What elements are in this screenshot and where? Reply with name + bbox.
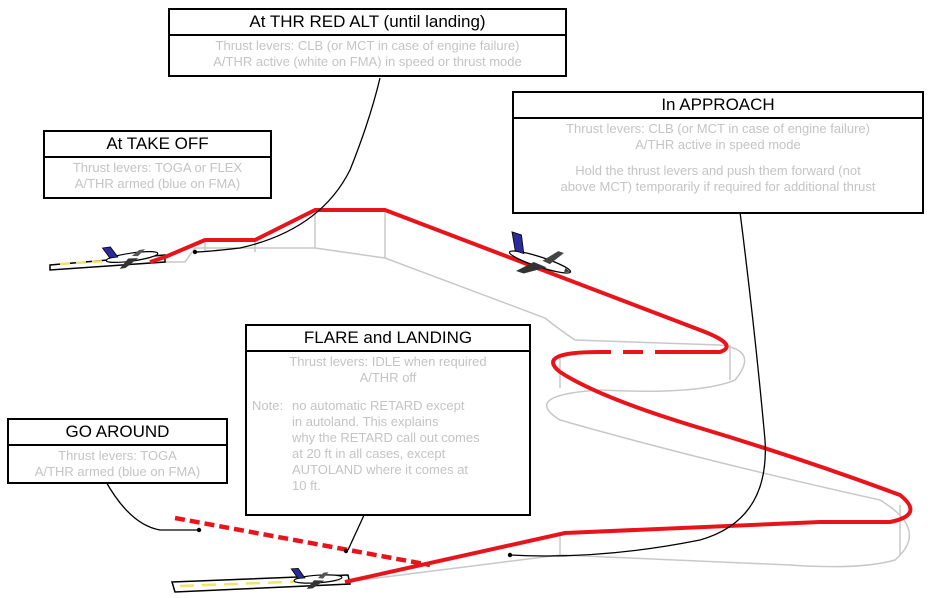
flare-landing-text: Thrust levers: IDLE when required A/THR … [247,352,529,386]
thr-red-alt-line-2: A/THR active (white on FMA) in speed or … [213,54,522,69]
go-around-line-1: Thrust levers: TOGA [58,448,177,463]
note-label: Note: [252,398,284,413]
aircraft-landing-icon [290,567,343,589]
go-around-title: GO AROUND [9,420,226,446]
approach-line-4: above MCT) temporarily if required for a… [560,179,876,194]
approach-title: In APPROACH [514,93,922,119]
aircraft-takeoff-icon [101,246,159,269]
take-off-box: At TAKE OFF Thrust levers: TOGA or FLEX … [43,130,272,199]
note-text: no automatic RETARD except in autoland. … [286,398,522,494]
note-line-1: no automatic RETARD except [292,398,465,413]
thr-red-alt-title: At THR RED ALT (until landing) [170,10,565,36]
take-off-text: Thrust levers: TOGA or FLEX A/THR armed … [45,158,270,192]
flight-path [149,208,913,584]
leader-lines [104,77,766,557]
flare-landing-box: FLARE and LANDING Thrust levers: IDLE wh… [245,324,531,516]
take-off-line-1: Thrust levers: TOGA or FLEX [72,160,243,175]
thr-red-alt-line-1: Thrust levers: CLB (or MCT in case of en… [215,38,520,53]
thr-red-alt-box: At THR RED ALT (until landing) Thrust le… [168,8,567,77]
flare-landing-line-1: Thrust levers: IDLE when required [289,354,487,369]
go-around-box: GO AROUND Thrust levers: TOGA A/THR arme… [7,418,228,484]
note-line-2: in autoland. This explains [292,414,439,429]
note-line-6: 10 ft. [292,478,321,493]
note-line-3: why the RETARD call out comes [292,430,480,445]
go-around-text: Thrust levers: TOGA A/THR armed (blue on… [9,446,226,480]
leader-dots [192,249,513,558]
aircraft-approach-icon [508,231,572,274]
approach-box: In APPROACH Thrust levers: CLB (or MCT i… [512,91,924,214]
take-off-title: At TAKE OFF [45,132,270,158]
flare-landing-title: FLARE and LANDING [247,326,529,352]
note-line-4: at 20 ft in all cases, except [292,446,446,461]
approach-line-3: Hold the thrust levers and push them for… [575,163,861,178]
flare-landing-line-2: A/THR off [359,370,417,385]
note-line-5: AUTOLAND where it comes at [292,462,469,477]
take-off-line-2: A/THR armed (blue on FMA) [74,176,241,191]
go-around-line-2: A/THR armed (blue on FMA) [34,464,201,479]
approach-text: Thrust levers: CLB (or MCT in case of en… [514,119,922,195]
approach-line-1: Thrust levers: CLB (or MCT in case of en… [566,121,870,136]
thr-red-alt-text: Thrust levers: CLB (or MCT in case of en… [170,36,565,70]
flare-landing-note: Note: no automatic RETARD except in auto… [247,398,529,494]
approach-line-2: A/THR active in speed mode [635,137,801,152]
